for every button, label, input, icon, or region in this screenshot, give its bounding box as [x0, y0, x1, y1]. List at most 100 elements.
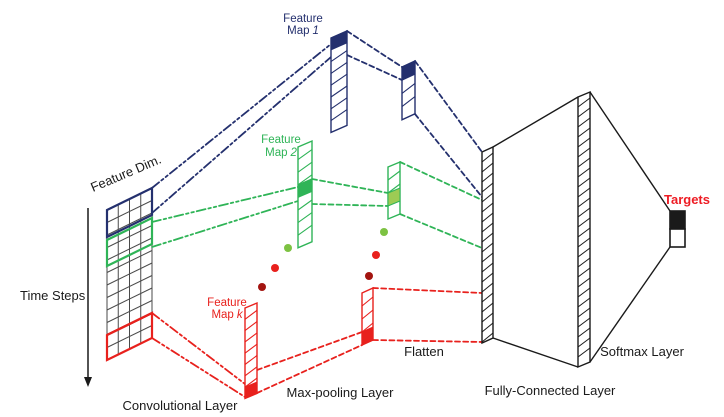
- more-maps-ellipsis-dot: [258, 283, 266, 291]
- feature-map-1-label-line1: Feature: [283, 13, 323, 25]
- flatten-column-hatch-line: [481, 202, 494, 213]
- softmax-to-targets-top-line: [589, 91, 671, 212]
- flatten-column-hatch-line: [481, 322, 494, 333]
- softmax-column-hatch-line: [577, 137, 591, 148]
- flatten-line-green-bottom: [399, 213, 483, 249]
- pool-line-green-bottom: [311, 203, 389, 207]
- softmax-column-hatch-line: [577, 187, 591, 198]
- conv-window-line-green-top: [151, 186, 299, 223]
- feature-map-1-column-cell-line: [330, 109, 348, 122]
- pooled-map-1-column-cell-line: [401, 82, 416, 94]
- grid-horizontal-line: [106, 200, 153, 223]
- feature-map-2-index: 2: [289, 147, 297, 159]
- flatten-line-blue-top: [414, 60, 483, 153]
- more-maps-ellipsis-dot: [372, 251, 380, 259]
- feature-map-k-label-line1: Feature: [207, 297, 247, 309]
- softmax-column-hatch-line: [577, 327, 591, 338]
- flatten-column-hatch-line: [481, 222, 494, 233]
- feature-map-k-column-cell-line: [244, 366, 258, 377]
- feature-map-2-column-cell-line: [297, 199, 313, 211]
- grid-horizontal-line: [106, 262, 153, 286]
- softmax-column-hatch-line: [577, 197, 591, 208]
- softmax-column-hatch-line: [577, 167, 591, 178]
- softmax-column-hatch-line: [577, 297, 591, 308]
- softmax-layer-label: Softmax Layer: [600, 344, 684, 359]
- feature-map-k-column-cell-line: [244, 321, 258, 332]
- flatten-line-blue-bottom: [414, 113, 483, 198]
- flatten-column-hatch-line: [481, 172, 494, 183]
- softmax-column-hatch-line: [577, 287, 591, 298]
- flatten-label: Flatten: [404, 344, 444, 359]
- feature-map-k-column-cell-line: [244, 355, 258, 365]
- grid-horizontal-line: [106, 275, 153, 298]
- pooled-map-k-column-filled-cell: [361, 326, 374, 346]
- flatten-column-hatch-line: [481, 332, 494, 343]
- softmax-column-hatch-line: [577, 307, 591, 318]
- flatten-column-hatch-line: [481, 312, 494, 323]
- softmax-column-hatch-line: [577, 107, 591, 118]
- feature-map-2-column-cell-line: [297, 174, 313, 186]
- pool-line-blue-top: [346, 30, 403, 68]
- grid-horizontal-line: [106, 225, 153, 248]
- softmax-column-hatch-line: [577, 317, 591, 328]
- softmax-column-hatch-line: [577, 127, 591, 138]
- softmax-column-hatch-line: [577, 347, 591, 358]
- pooled-map-2-column-cell-line: [387, 170, 401, 181]
- softmax-column-hatch-line: [577, 147, 591, 158]
- flatten-line-red-bottom: [372, 339, 483, 343]
- grid-horizontal-line: [106, 300, 153, 323]
- softmax-column-hatch-line: [577, 267, 591, 278]
- flatten-column-hatch-line: [481, 232, 494, 243]
- feature-map-k-index: k: [237, 309, 244, 321]
- fully-connected-layer-label: Fully-Connected Layer: [485, 383, 616, 398]
- more-maps-ellipsis-dot: [365, 272, 373, 280]
- flatten-column-hatch-line: [481, 302, 494, 313]
- feature-map-1-index: 1: [312, 25, 318, 37]
- feature-map-k-column-filled-cell: [244, 381, 258, 400]
- flatten-line-green-top: [399, 161, 483, 201]
- feature-map-1-column-cell-line: [330, 97, 348, 110]
- grid-horizontal-line: [106, 287, 153, 311]
- flatten-column-hatch-line: [481, 262, 494, 273]
- softmax-column-hatch-line: [577, 257, 591, 268]
- flatten-column-hatch-line: [481, 152, 494, 163]
- flatten-line-red-top: [372, 287, 483, 294]
- targets-label: Targets: [664, 192, 710, 207]
- softmax-column-hatch-line: [577, 117, 591, 128]
- max-pooling-layer-label: Max-pooling Layer: [287, 385, 395, 400]
- pool-line-green-top: [311, 178, 389, 194]
- softmax-column-hatch-line: [577, 177, 591, 188]
- flatten-column-hatch-line: [481, 162, 494, 173]
- pooled-map-k-column-cell-line: [361, 309, 374, 320]
- grid-green-conv-window: [105, 216, 154, 268]
- pool-line-blue-bottom: [346, 54, 403, 81]
- softmax-column-hatch-line: [577, 247, 591, 258]
- grid-blue-conv-window: [105, 186, 154, 239]
- fc-fan-bottom-line: [492, 337, 579, 368]
- feature-map-2-word: Map: [265, 147, 287, 159]
- flatten-column-outline: [481, 145, 494, 345]
- softmax-column-hatch-line: [577, 207, 591, 218]
- feature-map-k-column-cell-line: [244, 332, 258, 343]
- flatten-column-hatch-line: [481, 212, 494, 223]
- flatten-column-hatch-line: [481, 192, 494, 203]
- grid-horizontal-line: [106, 237, 153, 261]
- feature-map-1-column-cell-line: [330, 73, 348, 86]
- flatten-column-hatch-line: [481, 272, 494, 283]
- feature-map-2-column-cell-line: [297, 224, 313, 236]
- softmax-column-hatch-line: [577, 227, 591, 238]
- flatten-column-hatch-line: [481, 282, 494, 293]
- softmax-column-hatch-line: [577, 217, 591, 228]
- targets-filled-cell: [669, 210, 686, 230]
- pooled-map-1-column-cell-line: [401, 96, 416, 108]
- convolutional-layer-label: Convolutional Layer: [123, 398, 239, 413]
- time-steps-label: Time Steps: [20, 288, 86, 303]
- feature-map-k-column-cell-line: [244, 309, 258, 320]
- grid-horizontal-line: [106, 250, 153, 273]
- more-maps-ellipsis-dot: [284, 244, 292, 252]
